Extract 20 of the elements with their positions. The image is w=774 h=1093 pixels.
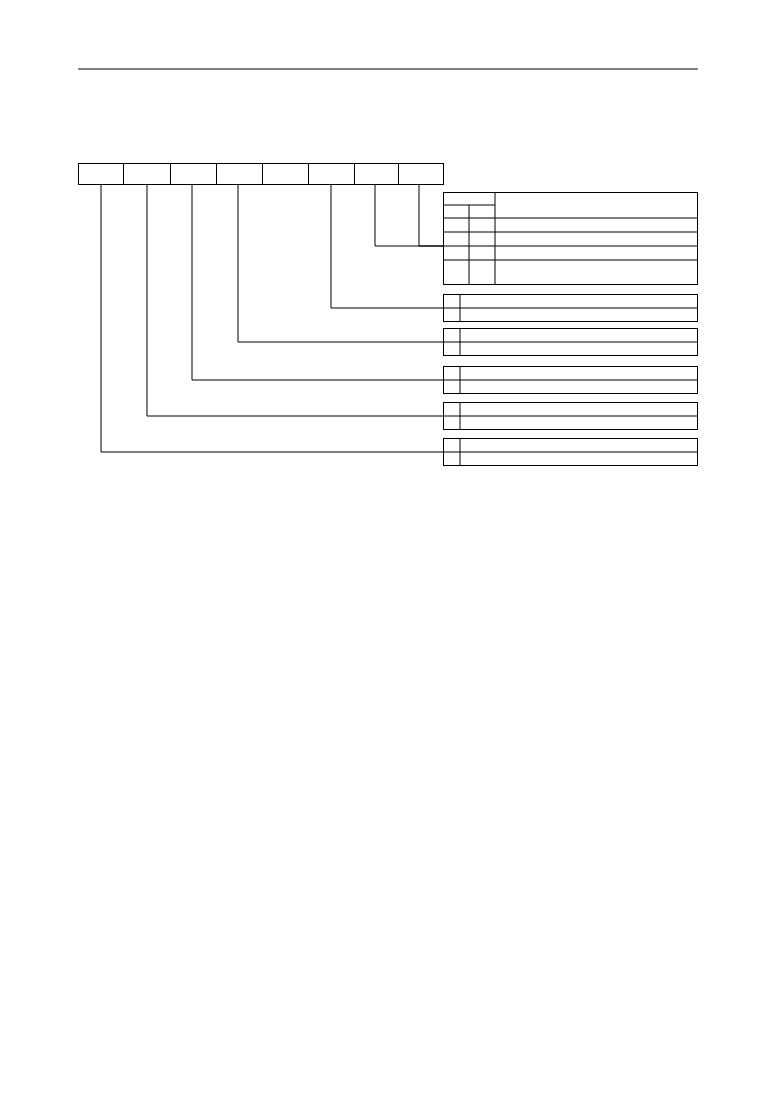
connector-line [237, 184, 444, 343]
bit-field-box [216, 163, 263, 185]
connector-line [418, 184, 444, 247]
register-table [443, 328, 698, 356]
connector-line [191, 184, 444, 381]
bit-field-box [354, 163, 399, 185]
connector-line [146, 184, 444, 417]
bit-field-box [262, 163, 309, 185]
bit-field-box [170, 163, 217, 185]
register-table [443, 402, 698, 430]
bit-field-box [78, 163, 124, 185]
bit-field-box [308, 163, 355, 185]
register-table [443, 438, 698, 466]
register-table [443, 192, 698, 285]
connector-line [100, 184, 444, 453]
register-table [443, 366, 698, 394]
connector-line [330, 184, 444, 309]
bit-field-box [398, 163, 444, 185]
bit-field-box [123, 163, 171, 185]
register-table [443, 294, 698, 322]
